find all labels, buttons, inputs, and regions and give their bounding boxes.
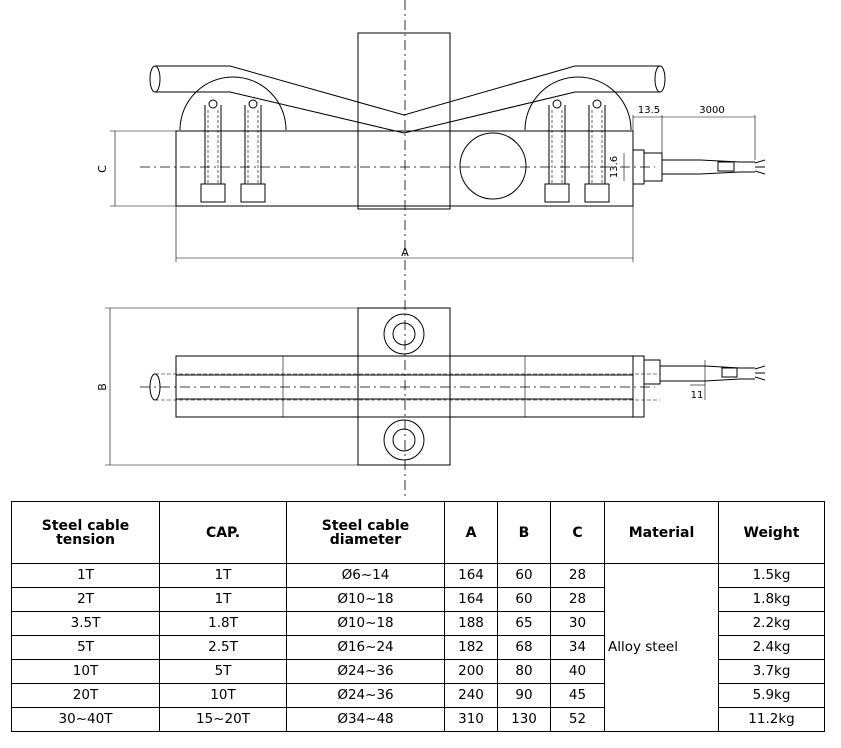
header-material: Material: [604, 501, 719, 564]
bolts-left: [200, 99, 266, 203]
cell-c: 28: [550, 563, 605, 588]
cell-b: 60: [497, 563, 551, 588]
body-hole: [459, 132, 527, 200]
cell-diameter: Ø24~36: [286, 659, 445, 684]
cell-a: 188: [444, 611, 498, 636]
top-hole-lower-outer: [383, 419, 425, 461]
cell-tension: 2T: [11, 587, 160, 612]
table-row: 3.5T 1.8T Ø10~18 188 65 30 2.2kg: [11, 611, 825, 636]
cell-weight: 5.9kg: [718, 683, 825, 708]
steel-cable-top: [155, 65, 660, 116]
cell-capacity: 1T: [159, 563, 287, 588]
cell-b: 90: [497, 683, 551, 708]
cell-a: 310: [444, 707, 498, 732]
cell-a: 164: [444, 563, 498, 588]
cell-tension: 20T: [11, 683, 160, 708]
cell-b: 80: [497, 659, 551, 684]
cell-tension: 3.5T: [11, 611, 160, 636]
steel-cable-bottom: [155, 91, 660, 134]
cell-weight: 11.2kg: [718, 707, 825, 732]
cell-c: 40: [550, 659, 605, 684]
cell-c: 52: [550, 707, 605, 732]
dim-label-gland-width: 11: [691, 390, 704, 401]
cell-diameter: Ø34~48: [286, 707, 445, 732]
cell-a: 182: [444, 635, 498, 660]
table-row: 5T 2.5T Ø16~24 182 68 34 2.4kg: [11, 635, 825, 660]
cell-diameter: Ø24~36: [286, 683, 445, 708]
header-cable-tension: Steel cable tension: [11, 501, 160, 564]
center-block: [357, 32, 451, 210]
cell-capacity: 2.5T: [159, 635, 287, 660]
spec-table: Steel cable tension CAP. Steel cable dia…: [11, 501, 825, 732]
cell-tension: 30~40T: [11, 707, 160, 732]
cell-c: 30: [550, 611, 605, 636]
cell-tension: 5T: [11, 635, 160, 660]
cell-weight: 2.2kg: [718, 611, 825, 636]
dim-label-gland-diameter: 13.6: [609, 156, 620, 178]
cable-gland-front: [632, 149, 766, 185]
bolts-right: [544, 99, 610, 203]
table-row: 20T 10T Ø24~36 240 90 45 5.9kg: [11, 683, 825, 708]
dim-label-offset: 13.5: [638, 105, 660, 116]
cell-a: 164: [444, 587, 498, 612]
header-cable-diameter: Steel cable diameter: [286, 501, 445, 564]
header-c: C: [550, 501, 605, 564]
top-hole-upper-inner: [392, 322, 416, 346]
technical-drawing: C A 13.5 3000 13.6 B 11: [96, 0, 766, 500]
cell-b: 68: [497, 635, 551, 660]
cell-a: 240: [444, 683, 498, 708]
top-hole-upper-outer: [383, 313, 425, 355]
front-view: [110, 0, 766, 500]
table-header-row: Steel cable tension CAP. Steel cable dia…: [11, 501, 825, 564]
cell-material: Alloy steel: [604, 563, 719, 732]
cell-diameter: Ø6~14: [286, 563, 445, 588]
cell-c: 45: [550, 683, 605, 708]
header-capacity: CAP.: [159, 501, 287, 564]
cell-weight: 1.5kg: [718, 563, 825, 588]
header-a: A: [444, 501, 498, 564]
table-row: 30~40T 15~20T Ø34~48 310 130 52 11.2kg: [11, 707, 825, 732]
dim-label-c: C: [96, 165, 109, 173]
cell-diameter: Ø16~24: [286, 635, 445, 660]
cell-diameter: Ø10~18: [286, 611, 445, 636]
top-hole-lower-inner: [392, 428, 416, 452]
cell-capacity: 5T: [159, 659, 287, 684]
cell-tension: 10T: [11, 659, 160, 684]
cell-weight: 3.7kg: [718, 659, 825, 684]
cell-a: 200: [444, 659, 498, 684]
table-row: 1T 1T Ø6~14 164 60 28 Alloy steel 1.5kg: [11, 563, 825, 732]
cell-b: 130: [497, 707, 551, 732]
cell-b: 60: [497, 587, 551, 612]
dim-label-b: B: [96, 383, 109, 391]
cell-c: 34: [550, 635, 605, 660]
cell-tension: 1T: [11, 563, 160, 588]
cell-b: 65: [497, 611, 551, 636]
cell-weight: 1.8kg: [718, 587, 825, 612]
right-pulley: [524, 76, 632, 131]
top-body: [175, 355, 634, 418]
top-center-block: [357, 307, 451, 466]
table-row: 10T 5T Ø24~36 200 80 40 3.7kg: [11, 659, 825, 684]
top-view: [105, 307, 766, 466]
left-pulley: [179, 76, 287, 131]
cell-capacity: 1.8T: [159, 611, 287, 636]
cell-weight: 2.4kg: [718, 635, 825, 660]
cell-capacity: 1T: [159, 587, 287, 612]
cell-capacity: 10T: [159, 683, 287, 708]
header-weight: Weight: [718, 501, 825, 564]
cell-diameter: Ø10~18: [286, 587, 445, 612]
header-b: B: [497, 501, 551, 564]
dim-label-a: A: [401, 246, 409, 259]
table-row: 2T 1T Ø10~18 164 60 28 1.8kg: [11, 587, 825, 612]
dim-label-cable-length: 3000: [699, 105, 724, 116]
cell-c: 28: [550, 587, 605, 612]
cell-capacity: 15~20T: [159, 707, 287, 732]
